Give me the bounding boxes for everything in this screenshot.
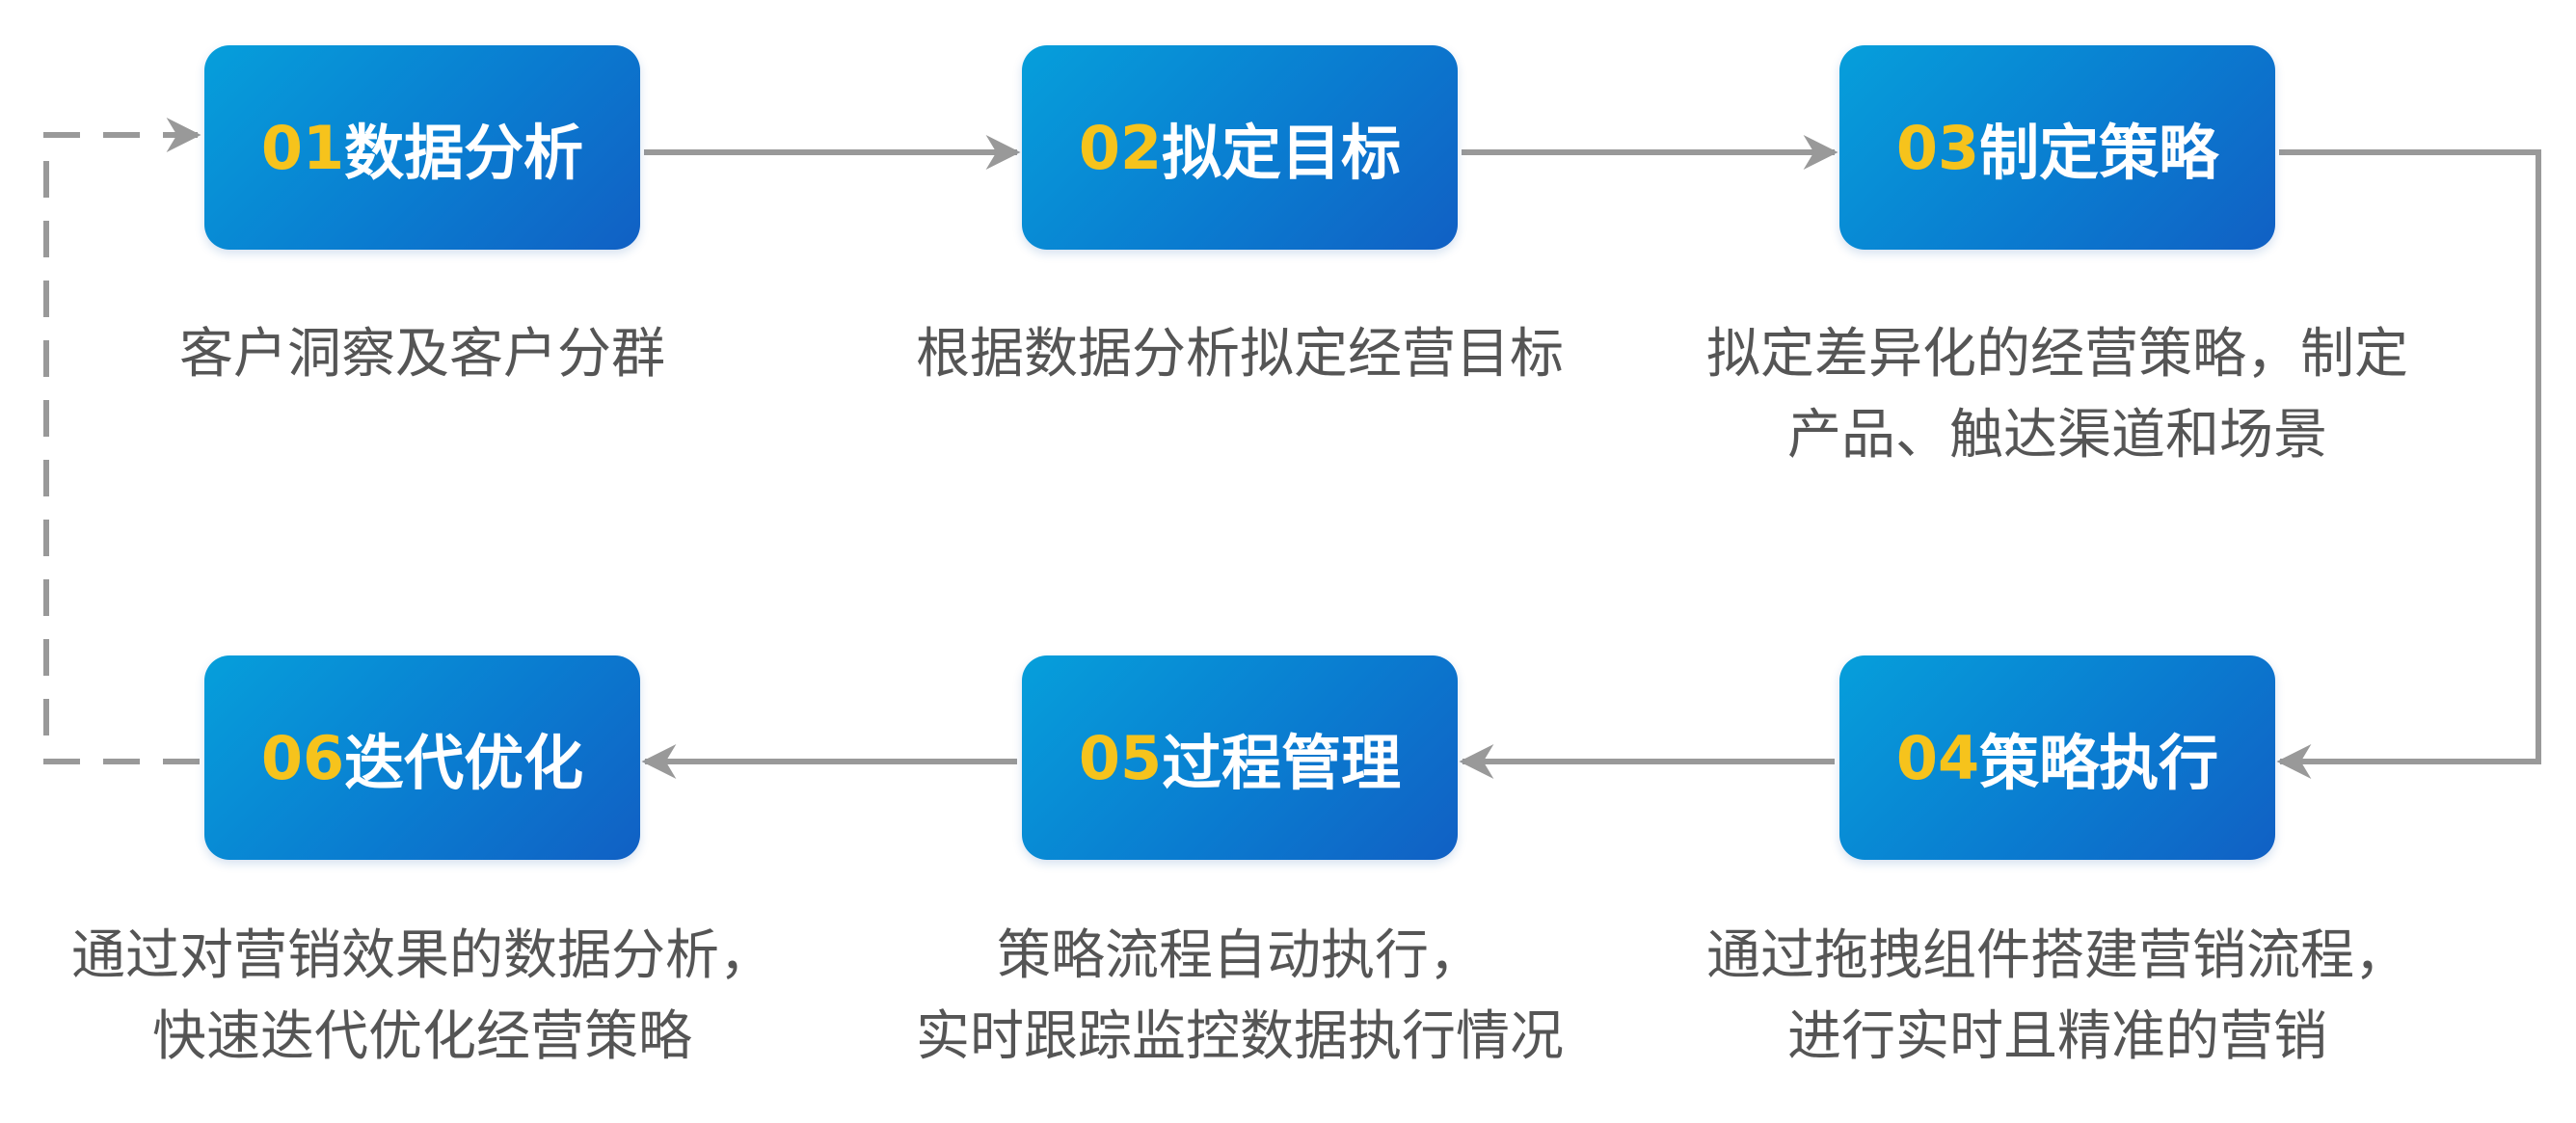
step-title: 迭代优化 [344,728,584,798]
description-line: 产品、触达渠道和场景 [1787,404,2327,467]
step-description-01: 客户洞察及客户分群 [8,314,837,395]
step-description-05: 策略流程自动执行， 实时跟踪监控数据执行情况 [825,916,1654,1078]
description-line: 拟定差异化的经营策略，制定 [1706,323,2408,386]
step-number: 05 [1078,722,1163,793]
arrow-06-to-01-dashed [43,118,201,764]
step-title: 策略执行 [1979,728,2219,798]
step-title: 数据分析 [344,118,584,188]
description-line: 快速迭代优化经营策略 [152,1005,692,1068]
step-description-03: 拟定差异化的经营策略，制定 产品、触达渠道和场景 [1643,314,2472,476]
step-description-06: 通过对营销效果的数据分析， 快速迭代优化经营策略 [8,916,837,1078]
step-title: 拟定目标 [1162,118,1402,188]
step-number: 06 [260,722,345,793]
step-number: 03 [1895,112,1980,183]
description-line: 通过对营销效果的数据分析， [71,924,773,987]
step-title: 制定策略 [1979,118,2219,188]
step-title: 过程管理 [1162,728,1402,798]
step-description-02: 根据数据分析拟定经营目标 [825,314,1654,395]
description-line: 根据数据分析拟定经营目标 [916,323,1564,386]
step-number: 01 [260,112,345,183]
description-line: 客户洞察及客户分群 [179,323,665,386]
arrow-03-to-04 [2276,149,2541,779]
description-line: 进行实时且精准的营销 [1787,1005,2327,1068]
description-line: 策略流程自动执行， [997,924,1483,987]
step-number: 02 [1078,112,1163,183]
step-number: 04 [1895,722,1980,793]
description-line: 实时跟踪监控数据执行情况 [916,1005,1564,1068]
step-description-04: 通过拖拽组件搭建营销流程， 进行实时且精准的营销 [1643,916,2472,1078]
description-line: 通过拖拽组件搭建营销流程， [1706,924,2408,987]
